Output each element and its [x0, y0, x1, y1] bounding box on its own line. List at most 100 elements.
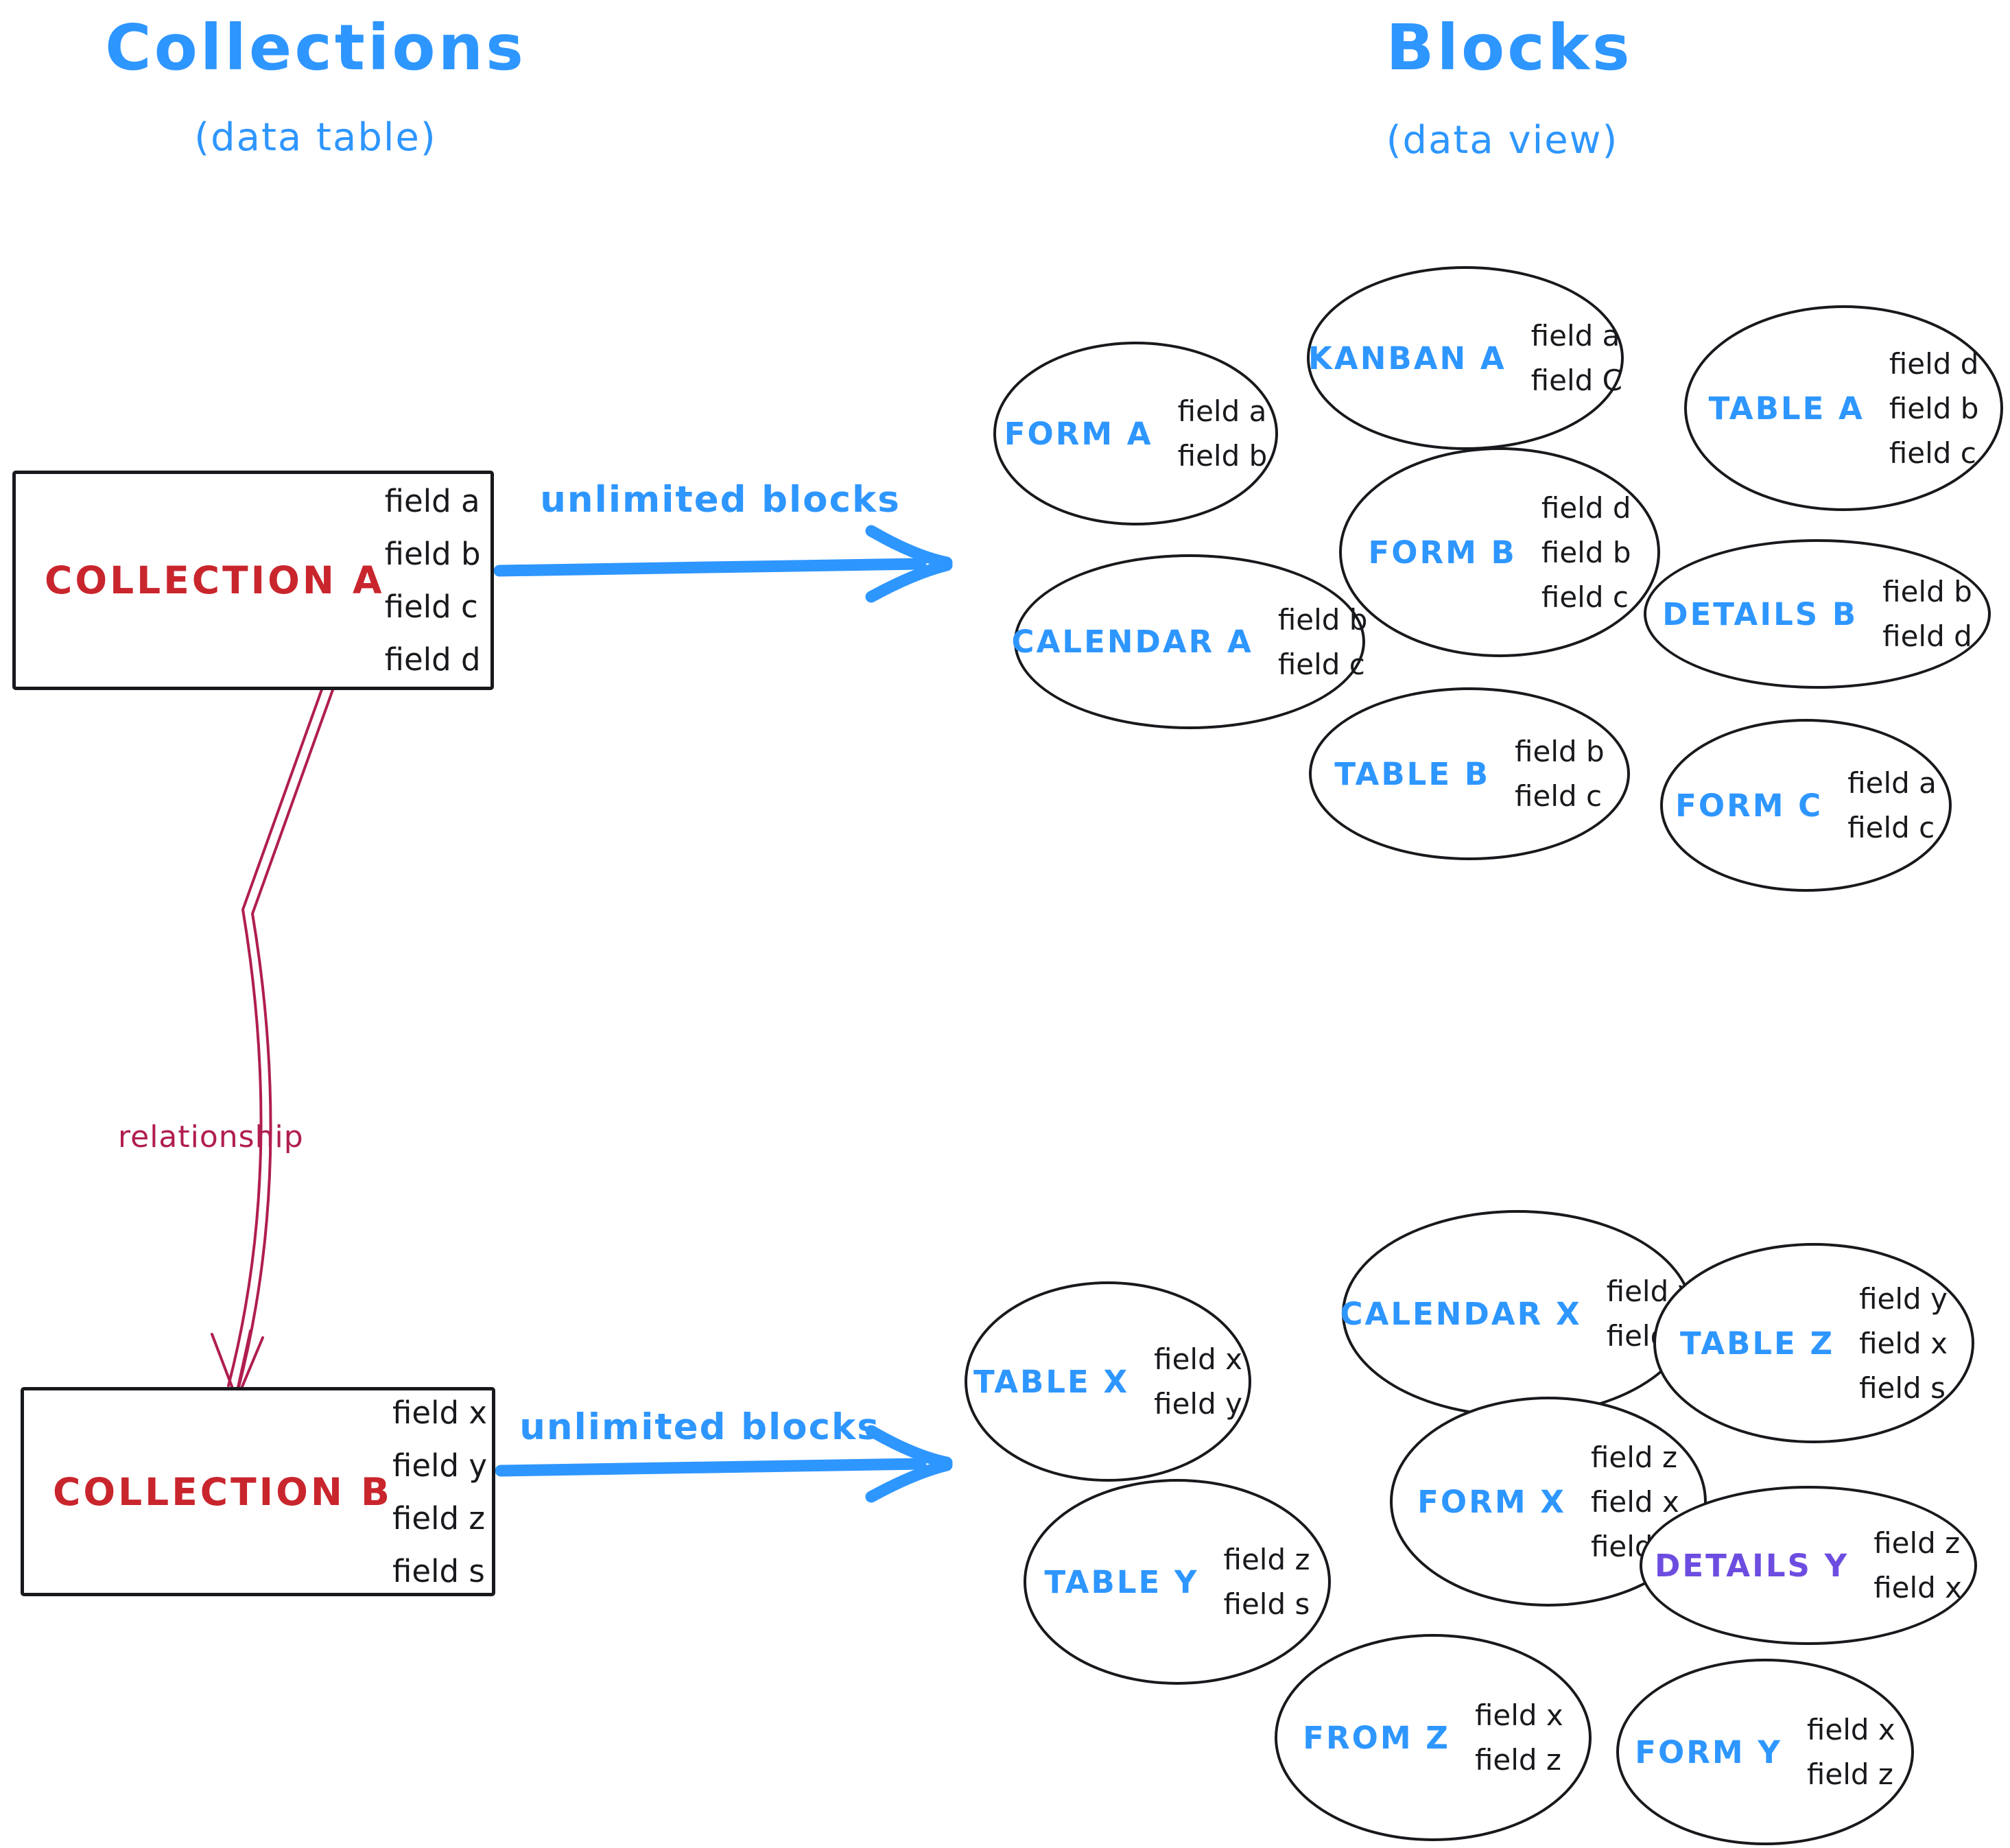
blocks-subtitle: (data view)	[1386, 118, 1619, 163]
collection-field: field d	[384, 641, 481, 678]
block-fields: field x field y	[1154, 1342, 1242, 1421]
block-fields: field x field z	[1475, 1698, 1563, 1777]
block-field: field x	[1806, 1713, 1895, 1746]
collection-field: field c	[384, 589, 478, 625]
block-details-y: DETAILS Y field z field x	[1640, 1486, 1977, 1645]
relationship-label: relationship	[118, 1120, 304, 1154]
collection-field: field a	[384, 483, 480, 519]
block-field: field a	[1530, 319, 1620, 353]
block-field: field d	[1541, 490, 1631, 525]
block-field: field z	[1474, 1743, 1561, 1777]
block-field: field c	[1515, 779, 1603, 813]
block-label: TABLE X	[973, 1363, 1130, 1400]
collection-name: COLLECTION A	[45, 558, 385, 602]
block-calendar-x: CALENDAR X field y field x	[1340, 1210, 1694, 1417]
block-table-z: TABLE Z field y field x field s	[1653, 1243, 1974, 1443]
block-field: field z	[1590, 1440, 1677, 1474]
block-label: TABLE B	[1334, 755, 1491, 792]
block-form-c: FORM C field a field c	[1660, 719, 1952, 892]
block-fields: field y field x field s	[1859, 1282, 1948, 1405]
block-fields: field z field s	[1223, 1543, 1310, 1621]
block-field: field x	[1859, 1326, 1948, 1360]
block-table-x: TABLE X field x field y	[965, 1281, 1251, 1482]
block-fields: field z field x	[1873, 1526, 1962, 1604]
collection-field: field s	[392, 1552, 485, 1589]
block-label: DETAILS B	[1662, 595, 1858, 632]
arrow-shaft	[493, 558, 927, 577]
block-details-b: DETAILS B field b field d	[1644, 539, 1991, 689]
block-form-a: FORM A field a field b	[993, 342, 1278, 525]
block-label: TABLE Z	[1680, 1325, 1835, 1362]
block-field: field x	[1474, 1698, 1563, 1732]
block-label: FORM B	[1368, 534, 1517, 571]
collection-field: field y	[392, 1447, 488, 1484]
arrow-head-icon	[238, 1336, 264, 1395]
block-kanban-a: KANBAN A field a field C	[1307, 266, 1624, 450]
block-label: FORM C	[1675, 787, 1823, 824]
block-field: field c	[1847, 811, 1935, 844]
block-form-y: FORM Y field x field z	[1616, 1659, 1914, 1845]
arrow-shaft	[495, 1458, 927, 1477]
collection-name: COLLECTION B	[53, 1469, 392, 1514]
block-field: field b	[1177, 439, 1268, 473]
block-field: field x	[1590, 1484, 1679, 1519]
block-field: field d	[1889, 346, 1979, 381]
block-field: field c	[1541, 580, 1629, 614]
block-form-b: FORM B field d field b field c	[1339, 447, 1660, 657]
arrow-head-icon	[865, 1459, 953, 1503]
block-field: field s	[1859, 1371, 1946, 1405]
block-field: field y	[1859, 1281, 1948, 1316]
arrow-head-icon	[865, 559, 953, 603]
block-fields: field a field C	[1531, 319, 1622, 397]
block-fields: field d field b field c	[1889, 347, 1979, 470]
block-label: CALENDAR X	[1340, 1295, 1582, 1332]
unlimited-blocks-arrow-top	[493, 525, 953, 603]
block-fields: field a field b	[1178, 394, 1268, 473]
block-fields: field d field b field c	[1541, 491, 1631, 614]
block-field: field b	[1541, 535, 1631, 569]
collection-b-box: COLLECTION B field x field y field z fie…	[21, 1387, 495, 1596]
block-field: field a	[1847, 766, 1937, 800]
block-fields: field x field z	[1807, 1713, 1895, 1791]
arrow-head-icon	[211, 1333, 235, 1393]
block-field: field C	[1530, 364, 1622, 397]
block-fields: field b field c	[1278, 603, 1368, 681]
block-fields: field b field d	[1882, 575, 1972, 653]
unlimited-blocks-label-bottom: unlimited blocks	[519, 1406, 880, 1448]
collections-subtitle: (data table)	[194, 115, 437, 160]
block-label: KANBAN A	[1308, 340, 1506, 377]
block-label: FROM Z	[1303, 1719, 1450, 1756]
arrow-head-icon	[865, 525, 953, 569]
block-field: field d	[1882, 619, 1972, 653]
block-field: field c	[1889, 436, 1976, 470]
block-field: field z	[1806, 1757, 1893, 1791]
relationship-stroke	[237, 650, 348, 1391]
block-fields: field a field c	[1847, 766, 1937, 844]
collection-field: field b	[384, 536, 481, 572]
block-field: field b	[1277, 602, 1368, 637]
block-field: field b	[1882, 575, 1972, 608]
block-field: field z	[1223, 1543, 1310, 1576]
block-table-y: TABLE Y field z field s	[1024, 1479, 1331, 1685]
blocks-title: Blocks	[1386, 11, 1633, 84]
block-table-b: TABLE B field b field c	[1309, 687, 1630, 860]
block-label: CALENDAR A	[1011, 624, 1253, 660]
arrow-head-icon	[236, 1329, 252, 1392]
block-label: FORM X	[1417, 1483, 1566, 1520]
collection-b-fields: field x field y field z field s	[392, 1395, 487, 1589]
block-label: TABLE A	[1708, 390, 1865, 427]
block-table-a: TABLE A field d field b field c	[1684, 305, 2003, 511]
block-field: field s	[1223, 1587, 1310, 1621]
collection-a-box: COLLECTION A field a field b field c fie…	[12, 471, 494, 690]
collection-field: field z	[392, 1500, 486, 1537]
block-label: DETAILS Y	[1654, 1547, 1849, 1584]
block-field: field a	[1177, 394, 1267, 428]
block-field: field b	[1515, 735, 1605, 768]
block-label: FORM A	[1004, 415, 1153, 452]
relationship-line	[211, 646, 348, 1395]
collection-a-fields: field a field b field c field d	[385, 483, 481, 678]
collections-title: Collections	[105, 11, 526, 84]
block-field: field x	[1873, 1571, 1963, 1604]
block-calendar-a: CALENDAR A field b field c	[1011, 554, 1368, 729]
